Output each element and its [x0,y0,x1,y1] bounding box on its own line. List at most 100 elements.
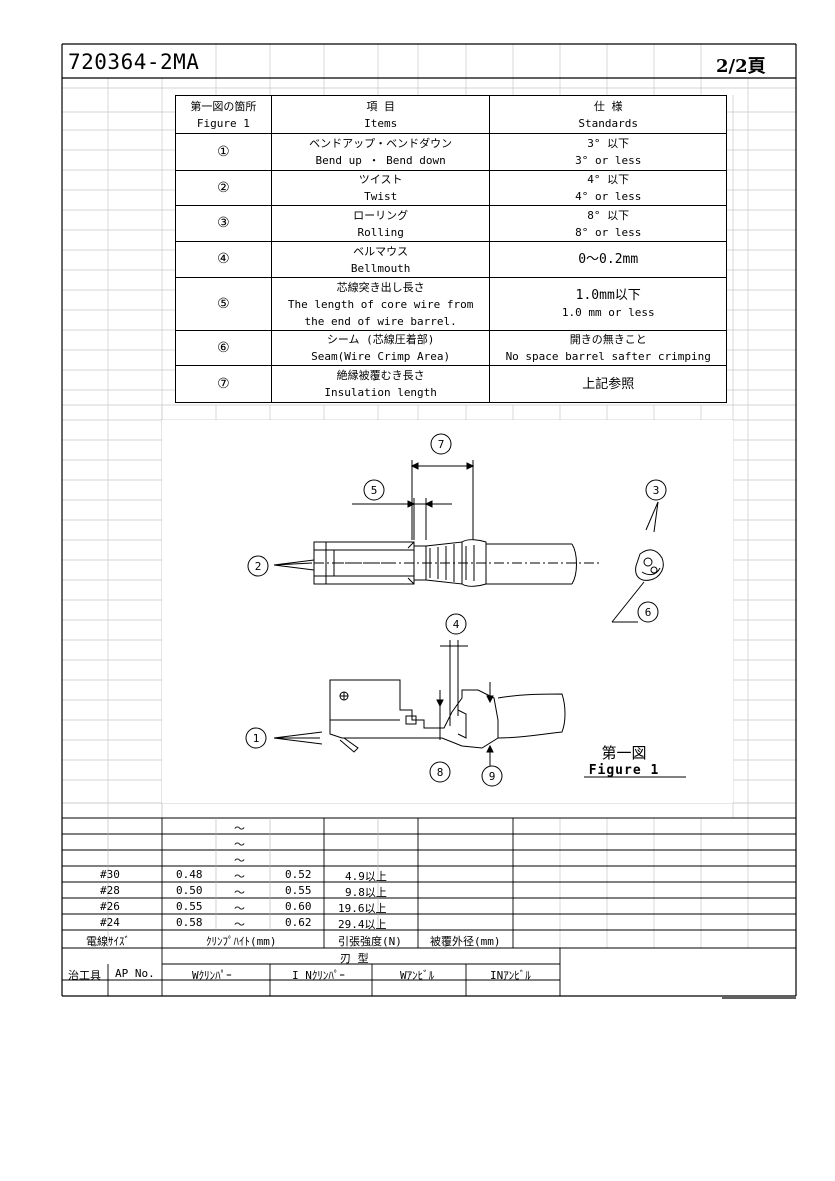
item-en: Insulation length [324,386,437,399]
svg-text:5: 5 [371,484,378,497]
crimp-min: 0.58 [176,916,203,929]
header-outer-diameter: 被覆外径(mm) [430,935,501,948]
item-jp: シーム (芯線圧着部) [326,333,435,346]
marker-4: 4 [445,613,467,635]
standard-jp: 1.0mm以下 [575,288,641,303]
spec-row: ① ベンドアップ・ベンドダウン Bend up ・ Bend down 3° 以下… [175,133,727,171]
crimp-min: 0.48 [176,868,203,881]
row-number: ② [175,170,272,206]
crimp-max: 0.55 [285,884,312,897]
document-title: 720364-2MA [68,50,200,74]
svg-text:8: 8 [437,766,444,779]
figure-caption-en: Figure 1 [589,763,660,778]
item-jp: ベルマウス [353,244,409,258]
item-en: Seam(Wire Crimp Area) [311,350,451,363]
tilde: ～ [234,838,245,851]
header-w-crimper: Wｸﾘﾝﾊﾟｰ [192,969,232,982]
header-in-crimper: I Nｸﾘﾝﾊﾟｰ [292,969,345,982]
marker-8: 8 [429,761,451,783]
standard-jp: 開きの無きこと [569,333,647,346]
tilde: ～ [234,886,245,899]
tilde: ～ [234,854,245,867]
svg-text:2: 2 [255,560,262,573]
header-location-en: Figure 1 [196,116,250,130]
standard-en: 3° or less [575,154,642,167]
marker-6: 6 [637,601,659,623]
crimp-min: 0.55 [176,900,203,913]
row-number: ① [175,133,272,171]
standard-en: 1.0 mm or less [561,306,655,319]
item-en: Twist [364,190,398,203]
item-en-line2: the end of wire barrel. [304,314,457,328]
header-crimp-height: ｸﾘﾝﾌﾟﾊｲﾄ(mm) [206,935,277,948]
item-jp: ベンドアップ・ベンドダウン [309,137,453,150]
wire-size: #24 [100,916,120,929]
standard-jp: 0～0.2mm [489,241,727,278]
figure-1-drawing: 7 5 2 3 6 4 1 8 9 第一図 Figure 1 [162,420,733,803]
marker-5: 5 [363,479,385,501]
crimp-min: 0.50 [176,884,203,897]
marker-3: 3 [645,479,667,501]
item-jp: 絶縁被覆むき長さ [336,369,425,382]
standard-jp: 4° 以下 [587,173,630,186]
marker-9: 9 [481,765,503,787]
spec-header-row: 第一図の箇所 Figure 1 項 目 Items 仕 様 Standards [175,95,727,134]
tilde: ～ [234,918,245,931]
standard-en: 8° or less [575,225,642,239]
wire-size: #26 [100,900,120,913]
row-number: ③ [175,205,272,242]
blade-type-label: 刃 型 [340,952,369,965]
header-wire-size: 電線ｻｲｽﾞ [86,935,130,948]
crimp-max: 0.60 [285,900,312,913]
standard-jp: 上記参照 [489,365,727,403]
tensile-strength: 9.8以上 [345,886,387,899]
header-in-anvil: INｱﾝﾋﾞﾙ [490,969,531,982]
header-standards-jp: 仕 様 [593,99,623,113]
tilde: ～ [234,902,245,915]
header-standards-en: Standards [578,116,639,130]
header-items-en: Items [364,116,398,130]
standard-en: No space barrel safter crimping [505,350,711,363]
standard-jp: 3° 以下 [587,137,630,150]
tensile-strength: 19.6以上 [338,902,387,915]
item-en: Bellmouth [350,261,411,275]
item-en: Rolling [357,225,404,239]
tensile-strength: 4.9以上 [345,870,387,883]
row-number: ⑥ [175,330,272,366]
header-location-jp: 第一図の箇所 [190,99,257,113]
wire-size: #30 [100,868,120,881]
spec-table: 第一図の箇所 Figure 1 項 目 Items 仕 様 Standards ① ベ… [175,95,727,403]
svg-text:6: 6 [645,606,652,619]
item-en: Bend up ・ Bend down [315,154,446,167]
header-items-jp: 項 目 [366,99,395,113]
header-tensile-strength: 引張強度(N) [338,935,402,948]
row-number: ⑤ [175,277,272,331]
spec-row: ⑥ シーム (芯線圧着部) Seam(Wire Crimp Area) 開きの無き… [175,330,727,366]
header-w-anvil: Wｱﾝﾋﾞﾙ [400,969,435,982]
header-ap-no: AP No. [115,967,155,980]
svg-text:1: 1 [253,732,260,745]
svg-text:9: 9 [489,770,496,783]
header-jig: 治工具 [68,969,101,982]
item-en: The length of core wire from [287,297,474,311]
tilde: ～ [234,870,245,883]
tensile-strength: 29.4以上 [338,918,387,931]
crimp-max: 0.52 [285,868,312,881]
marker-1: 1 [245,727,267,749]
svg-text:7: 7 [438,438,445,451]
item-jp: ローリング [353,208,409,222]
marker-7: 7 [430,433,452,455]
svg-text:4: 4 [453,618,460,631]
page-number: 2/2頁 [716,56,766,77]
row-number: ④ [175,241,272,278]
tilde: ～ [234,822,245,835]
marker-2: 2 [247,555,269,577]
spec-row: ④ ベルマウス Bellmouth 0～0.2mm [175,241,727,278]
standard-en: 4° or less [575,190,642,203]
svg-text:3: 3 [653,484,660,497]
